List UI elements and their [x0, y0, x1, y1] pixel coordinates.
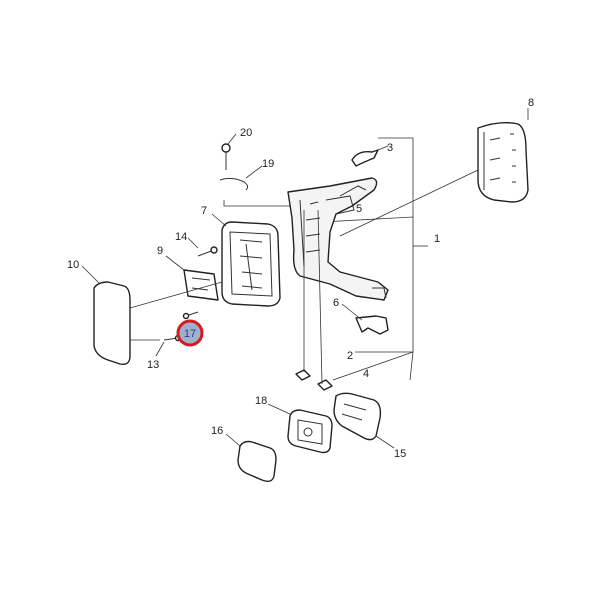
callout-2: 2: [347, 350, 353, 362]
part-10-mirror-glass: [81, 265, 223, 366]
callout-19: 19: [262, 158, 274, 170]
callout-3: 3: [387, 142, 393, 154]
callout-6: 6: [333, 297, 339, 309]
part-6-bracket: [341, 303, 389, 335]
part-3-clip: [351, 145, 389, 167]
part-2-clip: [295, 210, 311, 381]
callout-15: 15: [394, 448, 406, 460]
part-8-mirror-cover: [339, 108, 529, 237]
part-18-housing: [267, 403, 333, 454]
callout-14: 14: [175, 231, 187, 243]
callout-13: 13: [147, 359, 159, 371]
part-17-screw: [182, 311, 199, 320]
part-15-cover: [333, 392, 395, 449]
callout-20: 20: [240, 127, 252, 139]
callout-16: 16: [211, 425, 223, 437]
part-5-housing: [287, 177, 389, 301]
highlight-label: 17: [184, 328, 196, 340]
callout-5: 5: [356, 203, 362, 215]
callout-9: 9: [157, 245, 163, 257]
callout-10: 10: [67, 259, 79, 271]
callout-1: 1: [434, 233, 440, 245]
part-20-bolt: [221, 133, 237, 170]
part-9-motor-plate: [165, 255, 219, 301]
group-bracket-1: [223, 137, 428, 381]
highlight-ring: [176, 319, 204, 347]
part-19-cable: [219, 165, 263, 191]
callout-8: 8: [528, 97, 534, 109]
part-4-clip: [317, 209, 333, 391]
highlighted-callout-17[interactable]: 17: [176, 319, 204, 347]
part-16-glass: [225, 433, 277, 483]
part-7-carrier: [211, 213, 281, 307]
callout-18: 18: [255, 395, 267, 407]
callout-7: 7: [201, 205, 207, 217]
part-14-screw: [187, 237, 218, 257]
callout-4: 4: [363, 368, 369, 380]
part-13-screw: [155, 334, 182, 357]
